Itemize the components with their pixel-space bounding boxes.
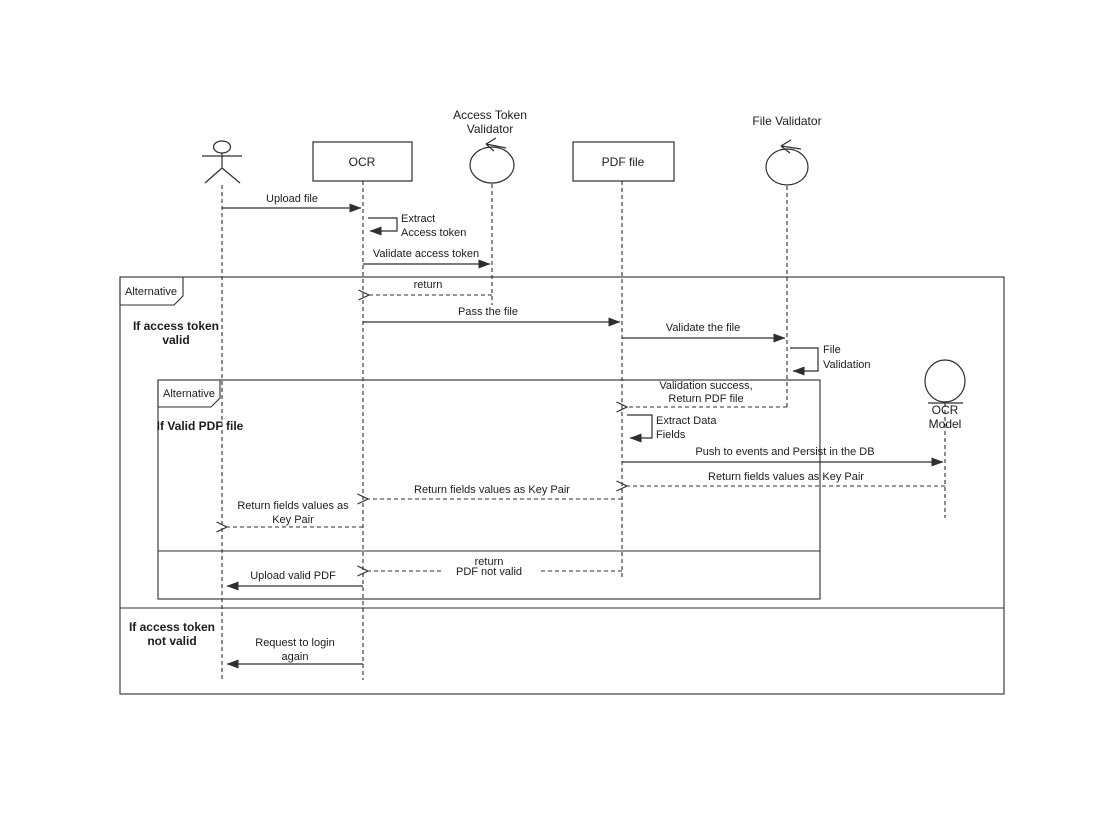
self-message-arrow [368, 217, 398, 236]
control-arrowhead-lower [780, 145, 791, 154]
control-arrow-tangent [485, 143, 507, 149]
self-message-arrow [790, 347, 819, 376]
access-token-validator-label-line2: Validator [467, 122, 513, 136]
guard-access-token-valid-line2: valid [162, 333, 189, 347]
message-label-line1: Validation success, [659, 380, 752, 392]
inner-frame-tag-pentagon [157, 379, 221, 408]
control-arrowhead-upper [485, 137, 497, 145]
message-validate-the-file: Validate the file [622, 322, 786, 343]
message-return-pdf-not-valid: return PDF not valid [357, 556, 622, 578]
ocr-model-label-line1: OCR [932, 403, 959, 417]
guard-access-token-not-valid-line2: not valid [147, 634, 196, 648]
ocr-label: OCR [349, 155, 376, 169]
participant-pdf-file: PDF file [572, 141, 675, 182]
inner-alternative-frame: Alternative If Valid PDF file [157, 379, 821, 600]
message-label-line1: File [823, 344, 841, 356]
control-icon [765, 139, 809, 186]
control-arrowhead-upper [780, 139, 792, 147]
control-circle [765, 148, 809, 186]
message-label: Validate access token [373, 248, 479, 260]
message-return-keypair-to-actor: Return fields values as Key Pair [216, 500, 363, 533]
message-return-keypair-to-ocr: Return fields values as Key Pair [357, 484, 622, 505]
control-arrow-tangent [780, 145, 802, 150]
file-validator-label: File Validator [752, 114, 821, 128]
outer-alternative-frame: Alternative If access token valid If acc… [119, 276, 1005, 695]
message-return-keypair-to-pdf: Return fields values as Key Pair [616, 471, 945, 492]
participant-access-token-validator: Access Token Validator [453, 108, 527, 184]
message-label-line1: Return fields values as [237, 500, 349, 512]
message-label-line2: Return PDF file [668, 393, 743, 405]
message-label-line2: Fields [656, 429, 686, 441]
message-label: Upload valid PDF [250, 570, 336, 582]
message-extract-data-fields: Extract Data Fields [627, 414, 717, 443]
lifelines [221, 181, 946, 680]
guard-access-token-not-valid-line1: If access token [129, 620, 215, 634]
message-label: return [414, 279, 443, 291]
message-validation-success: Validation success, Return PDF file [616, 380, 787, 413]
message-label-line2: Key Pair [272, 514, 314, 526]
message-label-line1: Extract [401, 213, 435, 225]
message-label: Return fields values as Key Pair [708, 471, 864, 483]
message-pass-the-file: Pass the file [363, 306, 621, 327]
message-label: Upload file [266, 193, 318, 205]
outer-frame-border [119, 276, 1005, 695]
message-label-line1: Request to login [255, 637, 335, 649]
ocr-model-label-line2: Model [929, 417, 962, 431]
message-label: Validate the file [666, 322, 740, 334]
pdf-file-box [572, 141, 675, 182]
guard-valid-pdf-file: If Valid PDF file [157, 419, 244, 433]
message-label-line2: again [282, 651, 309, 663]
guard-access-token-valid-line1: If access token [133, 319, 219, 333]
message-label: Pass the file [458, 306, 518, 318]
control-icon [469, 137, 515, 184]
participant-file-validator: File Validator [752, 114, 822, 186]
actor-head [212, 140, 232, 154]
message-label-line2: PDF not valid [456, 566, 522, 578]
message-label: Push to events and Persist in the DB [695, 446, 874, 458]
participant-ocr: OCR [312, 141, 413, 182]
message-label-line2: Access token [401, 227, 466, 239]
actor-icon [202, 140, 242, 184]
message-push-to-events: Push to events and Persist in the DB [622, 446, 944, 467]
message-return-token: return [358, 279, 492, 301]
outer-frame-tag-pentagon [119, 276, 184, 306]
outer-frame-tag-label: Alternative [125, 286, 177, 298]
message-request-to-login: Request to login again [226, 637, 363, 669]
actor-right-leg [221, 167, 241, 184]
inner-frame-border [157, 379, 821, 600]
control-circle [469, 146, 515, 184]
message-label: Return fields values as Key Pair [414, 484, 570, 496]
self-message-arrow [627, 414, 653, 443]
actor-left-leg [204, 167, 223, 184]
message-label-line1: return [475, 556, 504, 568]
message-label-line2: Validation [823, 359, 871, 371]
entity-circle [924, 359, 966, 403]
inner-frame-tag-label: Alternative [163, 388, 215, 400]
message-upload-valid-pdf: Upload valid PDF [226, 570, 363, 591]
ocr-box [312, 141, 413, 182]
message-upload-file: Upload file [222, 193, 362, 213]
entity-icon [924, 359, 966, 404]
access-token-validator-label-line1: Access Token [453, 108, 527, 122]
message-validate-access-token: Validate access token [363, 248, 491, 269]
participant-actor [202, 140, 242, 184]
message-extract-access-token: Extract Access token [368, 213, 466, 239]
pdf-file-label: PDF file [602, 155, 645, 169]
message-label-line1: Extract Data [656, 415, 717, 427]
participant-ocr-model: OCR Model [924, 359, 966, 431]
control-arrowhead-lower [485, 143, 495, 152]
message-file-validation: File Validation [790, 344, 871, 376]
